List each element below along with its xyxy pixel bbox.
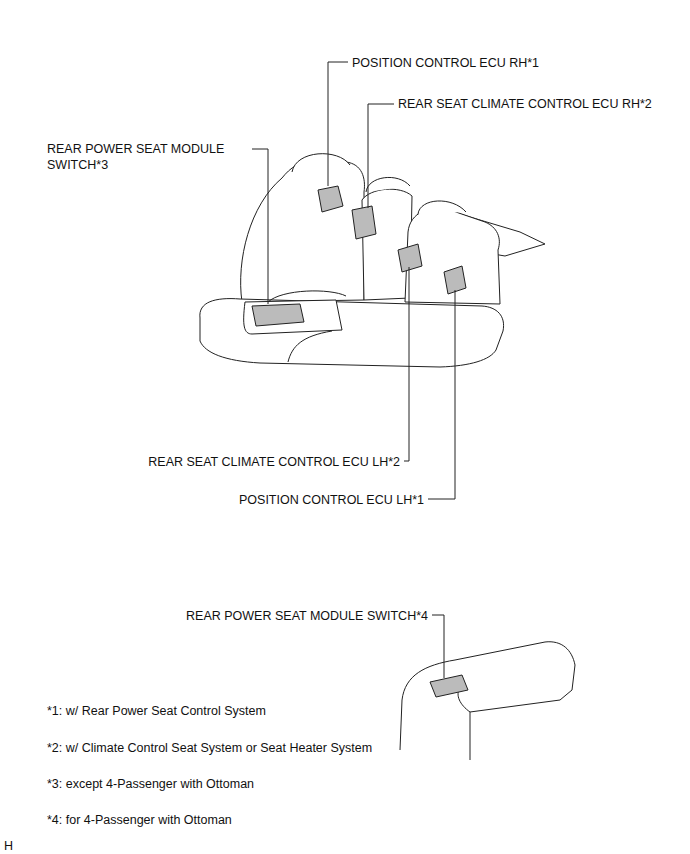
rear-seat — [200, 154, 545, 367]
right-headrest — [418, 201, 466, 214]
part-label: REAR POWER SEAT MODULE SWITCH*3 — [47, 141, 245, 173]
leader-line — [368, 104, 394, 208]
cushion-seam — [288, 331, 332, 362]
ottoman-armrest — [400, 642, 575, 760]
armrest-outline — [400, 642, 575, 760]
leader-lines — [252, 62, 455, 678]
part-label: REAR SEAT CLIMATE CONTROL ECU LH*2 — [148, 454, 400, 470]
seat-cushion — [200, 299, 504, 367]
armrest — [244, 300, 342, 334]
position-control-ecu-rh — [318, 186, 343, 212]
part-label: REAR POWER SEAT MODULE SWITCH*4 — [186, 608, 428, 624]
leader-line — [328, 62, 348, 186]
power-seat-switch-3 — [252, 304, 304, 326]
center-headrest — [366, 177, 410, 192]
leader-line — [428, 290, 455, 499]
part-label: REAR SEAT CLIMATE CONTROL ECU RH*2 — [398, 96, 652, 112]
ecu-parts — [252, 186, 466, 326]
part-label: POSITION CONTROL ECU LH*1 — [239, 492, 424, 508]
footnote: *2: w/ Climate Control Seat System or Se… — [47, 740, 372, 756]
climate-control-ecu-rh — [352, 206, 376, 239]
leader-line — [404, 267, 409, 461]
footnote: *1: w/ Rear Power Seat Control System — [47, 703, 266, 719]
figure-code: H — [4, 838, 13, 854]
position-control-ecu-lh — [444, 266, 466, 294]
leader-line — [252, 149, 268, 304]
footnote: *4: for 4-Passenger with Ottoman — [47, 812, 232, 828]
footnote: *3: except 4-Passenger with Ottoman — [47, 776, 254, 792]
center-back — [362, 189, 412, 300]
armrest-top — [268, 291, 346, 302]
part-label: POSITION CONTROL ECU RH*1 — [352, 55, 539, 71]
left-seatback — [241, 160, 365, 302]
left-headrest — [292, 154, 350, 172]
leader-line — [432, 615, 444, 678]
power-seat-switch-4 — [430, 675, 468, 697]
climate-control-ecu-lh — [398, 244, 422, 272]
